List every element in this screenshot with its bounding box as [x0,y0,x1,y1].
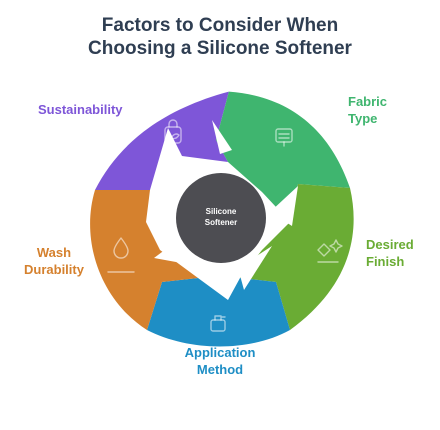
label-application-method-line-2: Method [196,362,244,377]
segment-fabric-type [216,91,350,222]
segment-wash-durability [90,190,198,330]
label-desired-finish: Desired Finish [366,236,414,270]
label-application-method-line-1: Application [184,345,256,360]
segment-fabric-type-shape [216,91,350,222]
spray-bottle-icon [210,315,226,332]
arrow-orange-to-purple [150,188,164,218]
arrow-blue-to-orange [154,246,198,266]
arrow-lightgreen-to-blue [238,246,272,290]
label-sustainability-line-1: Sustainability [38,102,123,117]
label-wash-durability: Wash Durability [22,244,86,278]
label-desired-finish-line-2: Finish [366,254,405,269]
segment-wash-durability-shape [90,190,198,330]
water-drop-icon [107,237,135,273]
diagram-title: Factors to Consider When Choosing a Sili… [0,14,440,60]
label-fabric-type-line-1: Fabric [348,94,388,109]
center-hub: Silicone Softener [176,173,266,263]
label-sustainability: Sustainability [38,101,123,118]
center-circle [176,173,266,263]
arrow-purple-to-green [212,120,232,154]
label-wash-durability-line-2: Durability [24,262,84,277]
label-fabric-type: Fabric Type [348,93,387,127]
sparkle-badge-icon [317,239,343,263]
bag-leaf-icon [164,119,182,144]
title-line-1: Factors to Consider When [101,15,339,36]
fabric-roll-icon [275,128,293,147]
label-desired-finish-line-1: Desired [366,237,414,252]
segment-application-method-shape [147,278,290,347]
label-wash-durability-line-1: Wash [36,245,72,260]
label-application-method: Application Method [165,344,275,378]
segment-desired-finish [240,184,354,330]
segment-application-method [147,278,290,347]
segment-sustainability [95,91,229,190]
center-label-line-1: Silicone [206,207,237,216]
title-line-2: Choosing a Silicone Softener [88,38,352,59]
arrow-green-to-lightgreen [270,186,298,226]
segment-desired-finish-shape [240,184,354,330]
segment-sustainability-shape [95,91,229,190]
center-label-line-2: Softener [205,218,237,227]
cycle-arrows [150,120,298,290]
label-fabric-type-line-2: Type [348,111,378,126]
